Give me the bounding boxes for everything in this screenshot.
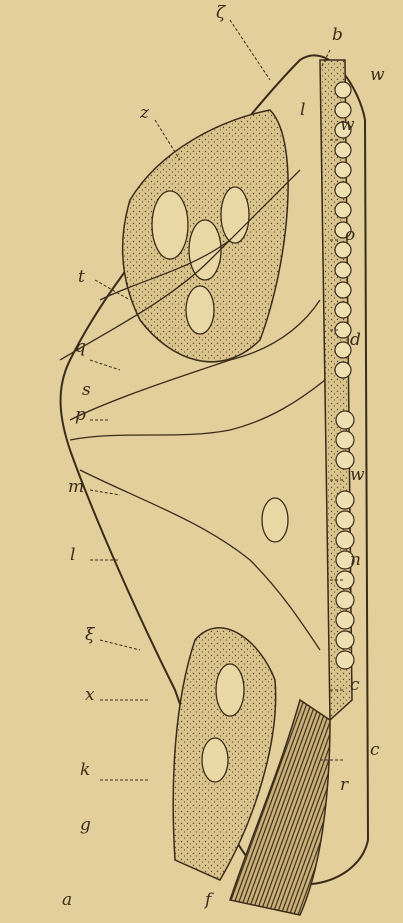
label-w-right: w: [370, 65, 385, 85]
label-q: q: [75, 337, 86, 357]
label-z: z: [139, 103, 150, 123]
label-d: d: [350, 330, 361, 350]
label-t: t: [78, 267, 85, 287]
label-xi: ξ: [85, 625, 96, 645]
ring-cells: [335, 82, 354, 669]
label-e: c: [370, 740, 380, 760]
label-l-upper: l: [300, 100, 305, 120]
label-zeta: ζ: [216, 3, 227, 23]
label-r: r: [340, 775, 349, 795]
label-n: n: [350, 550, 361, 570]
label-o: o: [345, 225, 355, 245]
label-f: f: [203, 890, 214, 910]
label-a: a: [62, 890, 72, 910]
label-c: c: [350, 675, 360, 695]
label-s: s: [82, 380, 91, 400]
label-p: p: [75, 405, 86, 425]
label-b: b: [332, 25, 343, 45]
label-x: x: [85, 685, 95, 705]
label-m: m: [68, 477, 84, 497]
label-l: l: [70, 545, 75, 565]
label-w-mid: w: [350, 465, 365, 485]
label-k: k: [80, 760, 90, 780]
label-g: g: [80, 815, 91, 835]
label-w-top: w: [340, 115, 355, 135]
